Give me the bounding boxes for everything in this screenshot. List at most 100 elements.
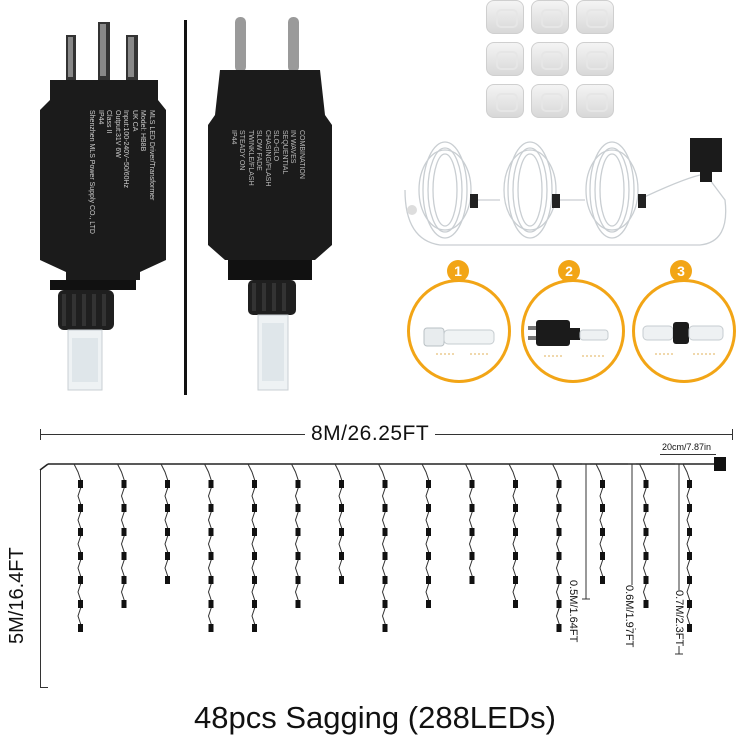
led-bulb bbox=[208, 624, 214, 632]
height-dimension-line bbox=[40, 470, 41, 688]
led-bulb bbox=[121, 576, 127, 584]
drop-mid-label: 0.6M/1.97FT bbox=[623, 585, 635, 648]
led-bulb bbox=[78, 576, 83, 584]
led-bulb bbox=[382, 528, 388, 536]
led-bulb bbox=[556, 480, 562, 488]
led-bulb bbox=[252, 624, 257, 632]
led-bulb bbox=[382, 480, 388, 488]
led-bulb bbox=[208, 576, 214, 584]
led-bulb bbox=[121, 504, 127, 512]
led-bulb bbox=[469, 528, 475, 536]
led-bulb bbox=[208, 504, 214, 512]
led-bulb bbox=[600, 504, 605, 512]
led-bulb bbox=[469, 504, 475, 512]
step-1-badge: 1 bbox=[447, 260, 469, 282]
led-bulb bbox=[208, 552, 214, 560]
led-bulb bbox=[78, 624, 83, 632]
led-bulb bbox=[252, 576, 257, 584]
step-2-badge: 2 bbox=[558, 260, 580, 282]
led-bulb bbox=[556, 624, 562, 632]
clip-icon bbox=[486, 0, 524, 34]
led-bulb bbox=[339, 504, 344, 512]
led-bulb bbox=[556, 552, 562, 560]
led-bulb bbox=[687, 528, 692, 536]
led-bulb bbox=[165, 552, 170, 560]
led-bulb bbox=[295, 528, 301, 536]
led-bulb bbox=[513, 528, 518, 536]
led-bulb bbox=[295, 504, 301, 512]
clip-icon bbox=[576, 0, 614, 34]
step-2-circle bbox=[521, 279, 625, 383]
adapter-divider bbox=[184, 20, 187, 395]
led-bulb bbox=[600, 528, 605, 536]
led-bulb bbox=[78, 600, 83, 608]
drop-long-label: 0.7M/2.3FT bbox=[673, 590, 685, 647]
uk-adapter-image: MLS LED Driver/Transformer Model: HB8B U… bbox=[30, 20, 175, 400]
light-strings-image bbox=[400, 130, 735, 255]
led-bulb bbox=[426, 576, 431, 584]
led-bulb bbox=[687, 600, 692, 608]
led-bulb bbox=[513, 504, 518, 512]
led-bulb bbox=[556, 504, 562, 512]
step-3-circle bbox=[632, 279, 736, 383]
product-caption: 48pcs Sagging (288LEDs) bbox=[194, 700, 556, 735]
curtain-lights-diagram bbox=[39, 457, 726, 655]
clip-icon bbox=[576, 84, 614, 118]
led-bulb bbox=[382, 576, 388, 584]
step-1-circle bbox=[407, 279, 511, 383]
led-bulb bbox=[469, 480, 475, 488]
led-bulb bbox=[687, 624, 692, 632]
led-bulb bbox=[513, 552, 518, 560]
clips-grid bbox=[486, 0, 626, 125]
led-bulb bbox=[643, 600, 649, 608]
led-bulb bbox=[165, 504, 170, 512]
led-bulb bbox=[121, 600, 127, 608]
led-bulb bbox=[556, 600, 562, 608]
led-bulb bbox=[426, 600, 431, 608]
led-bulb bbox=[382, 624, 388, 632]
led-bulb bbox=[252, 552, 257, 560]
led-bulb bbox=[382, 600, 388, 608]
led-bulb bbox=[295, 552, 301, 560]
led-bulb bbox=[687, 480, 692, 488]
led-bulb bbox=[295, 600, 301, 608]
led-bulb bbox=[513, 576, 518, 584]
led-bulb bbox=[78, 480, 83, 488]
led-bulb bbox=[426, 504, 431, 512]
eu-adapter-image: COMBINATION IN WAVES SEQUENTIAL SLO-GLO … bbox=[200, 15, 340, 400]
spacing-label: 20cm/7.87in bbox=[662, 442, 712, 452]
led-bulb bbox=[165, 576, 170, 584]
led-bulb bbox=[295, 480, 301, 488]
led-bulb bbox=[339, 576, 344, 584]
led-bulb bbox=[339, 528, 344, 536]
eu-adapter-label: COMBINATION IN WAVES SEQUENTIAL SLO-GLO … bbox=[230, 130, 305, 187]
led-bulb bbox=[252, 480, 257, 488]
led-bulb bbox=[469, 552, 475, 560]
led-bulb bbox=[513, 480, 518, 488]
led-bulb bbox=[426, 528, 431, 536]
led-bulb bbox=[295, 576, 301, 584]
led-bulb bbox=[121, 552, 127, 560]
led-bulb bbox=[252, 600, 257, 608]
led-bulb bbox=[339, 480, 344, 488]
clip-icon bbox=[531, 42, 569, 76]
led-bulb bbox=[687, 552, 692, 560]
led-bulb bbox=[382, 552, 388, 560]
led-bulb bbox=[687, 504, 692, 512]
led-bulb bbox=[121, 528, 127, 536]
led-bulb bbox=[208, 600, 214, 608]
uk-adapter-label: MLS LED Driver/Transformer Model: HB8B U… bbox=[88, 110, 156, 234]
led-bulb bbox=[643, 528, 649, 536]
led-bulb bbox=[426, 552, 431, 560]
led-bulb bbox=[600, 480, 605, 488]
led-bulb bbox=[600, 576, 605, 584]
clip-icon bbox=[531, 84, 569, 118]
width-label: 8M/26.25FT bbox=[305, 422, 436, 446]
led-bulb bbox=[643, 504, 649, 512]
led-bulb bbox=[643, 576, 649, 584]
led-bulb bbox=[382, 504, 388, 512]
led-bulb bbox=[600, 552, 605, 560]
led-bulb bbox=[687, 576, 692, 584]
led-bulb bbox=[643, 552, 649, 560]
led-bulb bbox=[78, 528, 83, 536]
